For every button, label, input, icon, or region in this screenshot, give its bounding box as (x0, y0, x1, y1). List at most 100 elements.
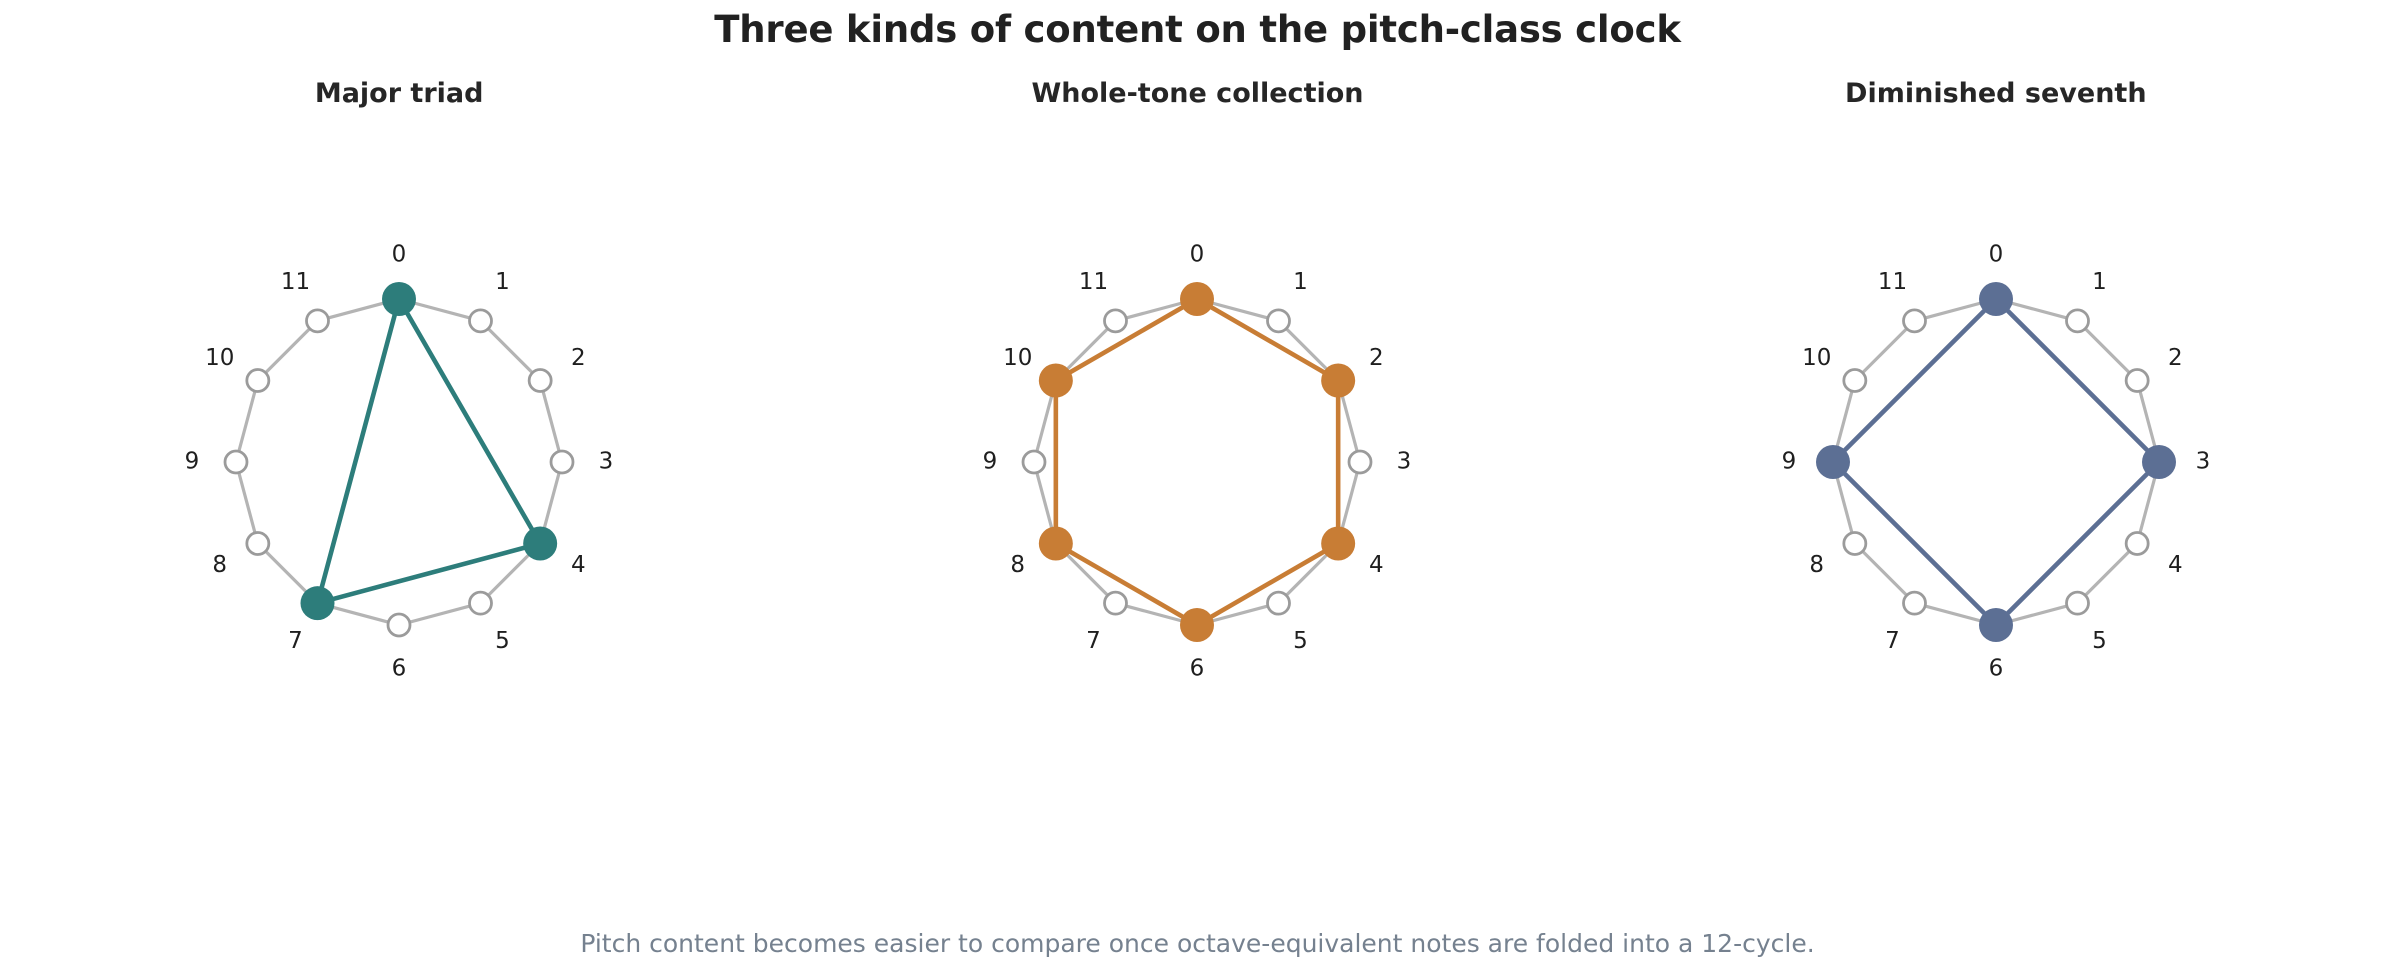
pitch-class-node-selected[interactable] (300, 586, 335, 621)
pitch-class-label: 9 (1781, 449, 1796, 475)
pitch-class-node-selected[interactable] (382, 282, 417, 316)
pitch-class-label: 10 (1004, 345, 1033, 371)
ring-edge (479, 319, 542, 383)
pitch-class-node-selected[interactable] (2141, 445, 2176, 479)
chord-polygon (1054, 296, 1341, 628)
pitch-class-label: 6 (392, 656, 407, 682)
pitch-class-node-empty[interactable] (1103, 308, 1129, 334)
pitch-class-node-selected[interactable] (1039, 363, 1074, 398)
pitch-class-label: 1 (1294, 269, 1309, 295)
pitch-class-label: 6 (1190, 656, 1205, 682)
pitch-class-label: 4 (2168, 552, 2183, 578)
pitch-class-label: 7 (1885, 628, 1900, 654)
figure-title: Three kinds of content on the pitch-clas… (714, 8, 1681, 51)
pitch-class-node-selected[interactable] (1321, 526, 1356, 561)
pitch-class-node-empty[interactable] (1103, 590, 1129, 616)
ring-edge (234, 378, 260, 464)
pitch-class-node-empty[interactable] (305, 308, 331, 334)
ring-edge (234, 460, 260, 546)
pitch-class-label: 3 (1397, 449, 1412, 475)
pitch-class-node-empty[interactable] (468, 308, 494, 334)
pitch-class-node-empty[interactable] (2124, 531, 2150, 556)
pitch-class-nodes (1815, 282, 2176, 642)
pitch-class-node-empty[interactable] (1842, 368, 1868, 393)
pitch-class-node-empty[interactable] (468, 590, 494, 616)
pitch-class-node-empty[interactable] (1266, 590, 1292, 616)
pitch-class-label: 0 (1988, 242, 2003, 268)
pitch-class-label: 7 (288, 628, 303, 654)
pitch-class-node-selected[interactable] (1180, 608, 1215, 642)
pitch-class-node-empty[interactable] (527, 368, 553, 393)
pitch-class-node-empty[interactable] (1901, 308, 1927, 334)
pitch-class-nodes (223, 282, 575, 638)
ring-edge (1853, 319, 1916, 383)
pitch-class-label: 2 (2168, 345, 2183, 371)
chord-polygon-shape (315, 296, 543, 606)
pitch-class-node-selected[interactable] (1321, 363, 1356, 398)
pitch-class-node-empty[interactable] (386, 612, 412, 638)
ring-edges (1831, 297, 2161, 627)
ring-edge (397, 601, 483, 627)
ring-edge (256, 319, 320, 383)
pitch-class-node-empty[interactable] (549, 449, 575, 475)
pitch-class-node-empty[interactable] (245, 368, 271, 393)
pitch-class-label: 6 (1988, 656, 2003, 682)
figure-caption: Pitch content becomes easier to compare … (580, 929, 1815, 958)
pitch-class-node-empty[interactable] (2124, 368, 2150, 393)
ring-edges (234, 297, 564, 627)
panel-title-diminished-seventh: Diminished seventh (1845, 78, 2147, 109)
pitch-class-node-empty[interactable] (1348, 449, 1373, 475)
pitch-class-label: 8 (1809, 552, 1824, 578)
pitch-class-label: 3 (2195, 449, 2210, 475)
pitch-class-label: 8 (1011, 552, 1026, 578)
ring-edge (538, 378, 564, 464)
pitch-class-label: 4 (571, 552, 586, 578)
ring-edge (1853, 541, 1916, 605)
pitch-class-node-selected[interactable] (1978, 608, 2013, 642)
pitch-class-node-empty[interactable] (2064, 590, 2090, 616)
ring-edges (1032, 297, 1363, 627)
pitch-class-node-empty[interactable] (223, 449, 249, 475)
pitch-class-label: 11 (1079, 269, 1108, 295)
chord-polygon-shape (1054, 296, 1341, 628)
pitch-class-node-empty[interactable] (1266, 308, 1292, 334)
chord-polygon (315, 296, 543, 606)
pitch-class-node-selected[interactable] (1180, 282, 1215, 316)
pitch-class-node-selected[interactable] (1978, 282, 2013, 316)
pitch-class-node-empty[interactable] (2064, 308, 2090, 334)
pitch-class-label: 0 (392, 242, 407, 268)
panel-title-whole-tone: Whole-tone collection (1031, 78, 1364, 109)
pitch-class-label: 5 (495, 628, 510, 654)
pitch-class-nodes (1022, 282, 1373, 642)
pitch-class-node-selected[interactable] (1815, 445, 1850, 479)
pitch-class-node-selected[interactable] (523, 526, 558, 561)
pitch-class-node-empty[interactable] (1842, 531, 1868, 556)
ring-edge (2075, 541, 2139, 605)
pitch-class-label: 11 (281, 269, 310, 295)
chord-polygon-shape (1830, 296, 2162, 628)
pitch-class-label: 0 (1190, 242, 1205, 268)
ring-edge (2075, 319, 2139, 383)
pitch-class-label: 10 (205, 345, 234, 371)
chord-polygon (1830, 296, 2162, 628)
pitch-class-label: 1 (495, 269, 510, 295)
pitch-class-node-empty[interactable] (1022, 449, 1047, 475)
pitch-class-label: 1 (2092, 269, 2107, 295)
pitch-class-node-empty[interactable] (245, 531, 271, 556)
pitch-class-node-selected[interactable] (1039, 526, 1074, 561)
pitch-class-label: 8 (213, 552, 228, 578)
pitch-class-label: 9 (185, 449, 200, 475)
pitch-class-node-empty[interactable] (1901, 590, 1927, 616)
